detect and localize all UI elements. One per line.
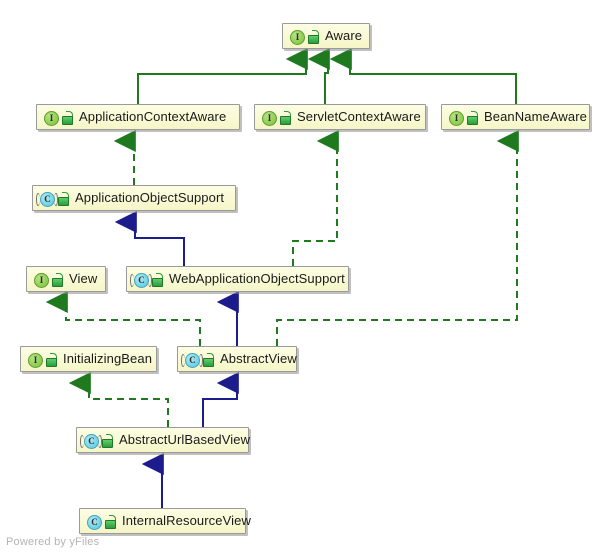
public-lock-icon — [104, 514, 117, 529]
interface-icon: I — [33, 272, 49, 288]
abstract-class-icon: C — [36, 191, 58, 207]
edge-application-context-aware-to-aware — [137, 48, 308, 104]
interface-icon: I — [289, 29, 305, 45]
abstract-class-icon: C — [130, 272, 152, 288]
edge-abstract-view-to-bean-name-aware — [276, 130, 519, 346]
public-lock-icon — [202, 352, 215, 367]
edge-abstract-url-based-view-to-abstract-view — [202, 372, 239, 427]
public-lock-icon — [466, 110, 479, 125]
node-initializing-bean[interactable]: I InitializingBean — [20, 346, 157, 372]
public-lock-icon — [61, 110, 74, 125]
node-internal-resource-view[interactable]: C InternalResourceView — [79, 508, 251, 534]
public-lock-icon — [57, 191, 70, 206]
public-lock-icon — [45, 352, 58, 367]
node-abstract-url-based-view[interactable]: C AbstractUrlBasedView — [76, 427, 251, 453]
interface-icon: I — [448, 110, 464, 126]
edge-web-application-object-support-to-servlet-context-aware — [292, 130, 339, 266]
node-label: ServletContextAware — [297, 109, 421, 124]
node-view[interactable]: I View — [26, 266, 106, 292]
abstract-class-icon: C — [181, 352, 203, 368]
watermark: Powered by yFiles — [6, 536, 100, 548]
class-icon: C — [86, 514, 102, 530]
public-lock-icon — [101, 433, 114, 448]
edge-abstract-view-to-view — [45, 291, 201, 346]
edge-bean-name-aware-to-aware — [329, 48, 517, 104]
node-label: BeanNameAware — [484, 109, 587, 124]
node-bean-name-aware[interactable]: I BeanNameAware — [441, 104, 590, 130]
node-label: ApplicationObjectSupport — [75, 190, 225, 205]
public-lock-icon — [307, 29, 320, 44]
node-label: AbstractView — [220, 351, 297, 366]
edge-servlet-context-aware-to-aware — [307, 48, 330, 104]
interface-icon: I — [261, 110, 277, 126]
node-label: Aware — [325, 28, 363, 43]
node-servlet-context-aware[interactable]: I ServletContextAware — [254, 104, 426, 130]
edge-web-application-object-support-to-application-object-support — [114, 211, 185, 266]
node-label: AbstractUrlBasedView — [119, 432, 251, 447]
node-label: WebApplicationObjectSupport — [169, 271, 345, 286]
node-abstract-view[interactable]: C AbstractView — [177, 346, 297, 372]
node-label: InternalResourceView — [122, 513, 251, 528]
interface-icon: I — [27, 352, 43, 368]
node-label: InitializingBean — [63, 351, 153, 366]
public-lock-icon — [151, 272, 164, 287]
node-label: View — [69, 271, 98, 286]
public-lock-icon — [51, 272, 64, 287]
edge-abstract-url-based-view-to-initializing-bean — [68, 372, 169, 427]
node-aware[interactable]: I Aware — [282, 23, 370, 49]
abstract-class-icon: C — [80, 433, 102, 449]
node-application-context-aware[interactable]: I ApplicationContextAware — [36, 104, 240, 130]
node-web-application-object-support[interactable]: C WebApplicationObjectSupport — [126, 266, 349, 292]
public-lock-icon — [279, 110, 292, 125]
node-label: ApplicationContextAware — [79, 109, 227, 124]
interface-icon: I — [43, 110, 59, 126]
node-application-object-support[interactable]: C ApplicationObjectSupport — [32, 185, 236, 211]
